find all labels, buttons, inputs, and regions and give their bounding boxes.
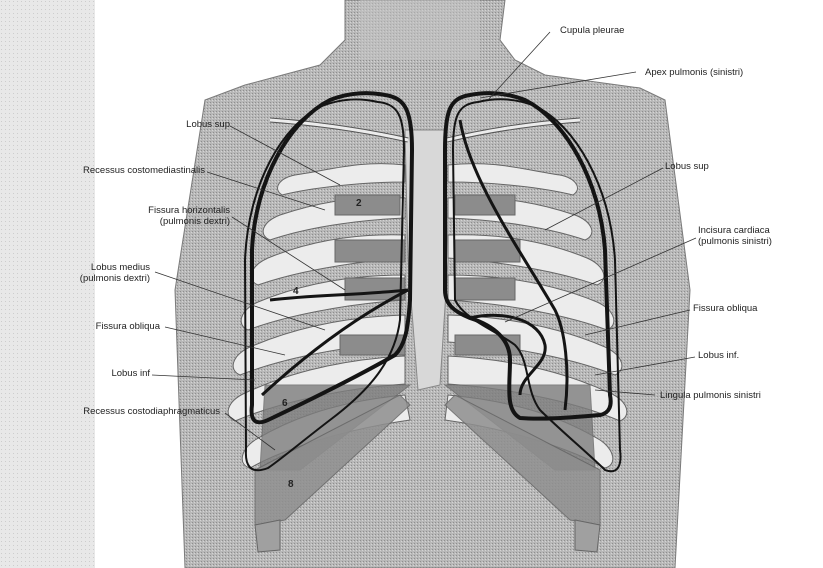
rib-number-8: 8 bbox=[288, 479, 294, 490]
label-fissura-horizontalis-line1: Fissura horizontalis bbox=[95, 205, 230, 216]
label-lobus-sup-right: Lobus sup bbox=[130, 119, 230, 130]
label-lobus-sup-left: Lobus sup bbox=[665, 161, 709, 172]
neck bbox=[360, 0, 480, 60]
label-fissura-horizontalis: Fissura horizontalis (pulmonis dextri) bbox=[95, 205, 230, 227]
rib-number-4: 4 bbox=[293, 286, 299, 297]
label-fissura-obliqua-left: Fissura obliqua bbox=[693, 303, 757, 314]
label-cupula-pleurae: Cupula pleurae bbox=[560, 25, 624, 36]
rib-number-2: 2 bbox=[356, 198, 362, 209]
label-incisura-cardiaca-line2: (pulmonis sinistri) bbox=[698, 236, 772, 247]
label-lobus-medius-line1: Lobus medius bbox=[50, 262, 150, 273]
label-fissura-horizontalis-line2: (pulmonis dextri) bbox=[95, 216, 230, 227]
label-lingula: Lingula pulmonis sinistri bbox=[660, 390, 761, 401]
label-lobus-medius: Lobus medius (pulmonis dextri) bbox=[50, 262, 150, 284]
label-lobus-medius-line2: (pulmonis dextri) bbox=[50, 273, 150, 284]
label-lobus-inf-left: Lobus inf. bbox=[698, 350, 739, 361]
label-fissura-obliqua-right: Fissura obliqua bbox=[50, 321, 160, 332]
label-lobus-inf-right: Lobus inf bbox=[60, 368, 150, 379]
label-incisura-cardiaca-line1: Incisura cardiaca bbox=[698, 225, 772, 236]
label-incisura-cardiaca: Incisura cardiaca (pulmonis sinistri) bbox=[698, 225, 772, 247]
label-recessus-costomediastinalis: Recessus costomediastinalis bbox=[40, 165, 205, 176]
label-recessus-costodiaphragmaticus: Recessus costodiaphragmaticus bbox=[8, 406, 220, 417]
background-texture bbox=[0, 0, 95, 568]
rib-number-6: 6 bbox=[282, 398, 288, 409]
label-apex-pulmonis: Apex pulmonis (sinistri) bbox=[645, 67, 743, 78]
